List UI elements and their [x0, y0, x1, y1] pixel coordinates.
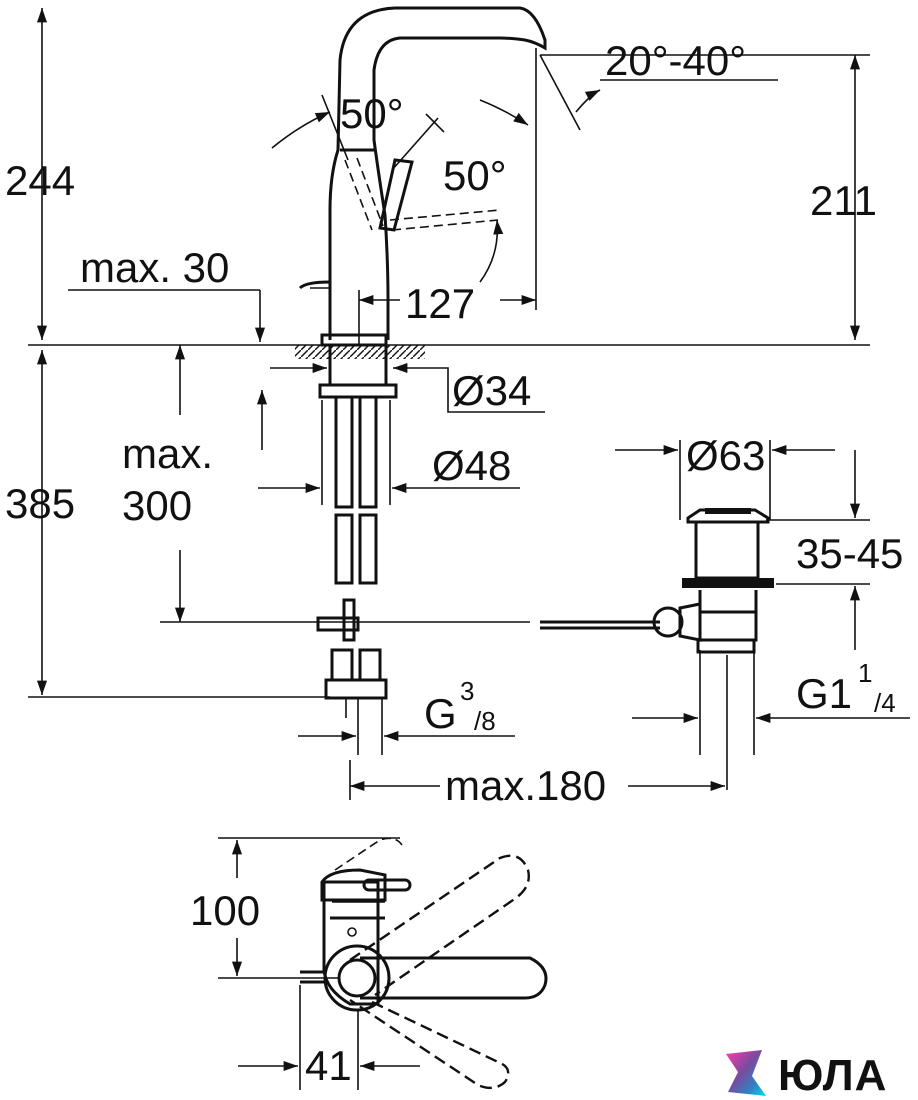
- g38-denominator-label: /8: [474, 706, 496, 736]
- g114-denominator-label: /4: [874, 688, 896, 718]
- max-30-label: max. 30: [80, 244, 229, 291]
- range-35-45-label: 35-45: [796, 530, 903, 577]
- brand-logo-icon: [726, 1050, 766, 1096]
- g38-prefix-label: G: [424, 690, 457, 737]
- dim-244-label: 244: [5, 157, 75, 204]
- dim-41-label: 41: [305, 1042, 352, 1089]
- brand-logo: ЮЛА: [726, 1050, 887, 1100]
- faucet-side-view: 244 211 20°-40° 50° 50° max. 30 127: [5, 6, 877, 347]
- dim-385-label: 385: [5, 480, 75, 527]
- max-word-label: max.: [122, 430, 213, 477]
- max-180-dimension: max.180: [349, 760, 725, 809]
- reach-127-label: 127: [405, 280, 475, 327]
- max-180-label: max.180: [445, 762, 606, 809]
- drain-assembly: Ø63 35-45 G1 1 /4: [615, 432, 910, 790]
- dim-211-label: 211: [810, 177, 877, 224]
- g114-numerator-label: 1: [858, 658, 872, 688]
- brand-logo-text: ЮЛА: [778, 1051, 887, 1100]
- dim-100-label: 100: [190, 887, 260, 934]
- dia-63-label: Ø63: [686, 432, 765, 479]
- dia-48-label: Ø48: [432, 442, 511, 489]
- dia-34-label: Ø34: [452, 367, 531, 414]
- angle-20-40-label: 20°-40°: [605, 37, 746, 84]
- under-deck-connection: Ø34 Ø48 max. 300 385: [5, 343, 660, 755]
- g38-numerator-label: 3: [460, 676, 474, 706]
- angle-50-bottom-label: 50°: [443, 152, 507, 199]
- max-300-label: 300: [122, 482, 192, 529]
- g114-prefix-label: G1: [796, 670, 852, 717]
- faucet-top-view: 100 41: [190, 837, 548, 1090]
- angle-50-top-label: 50°: [340, 90, 404, 137]
